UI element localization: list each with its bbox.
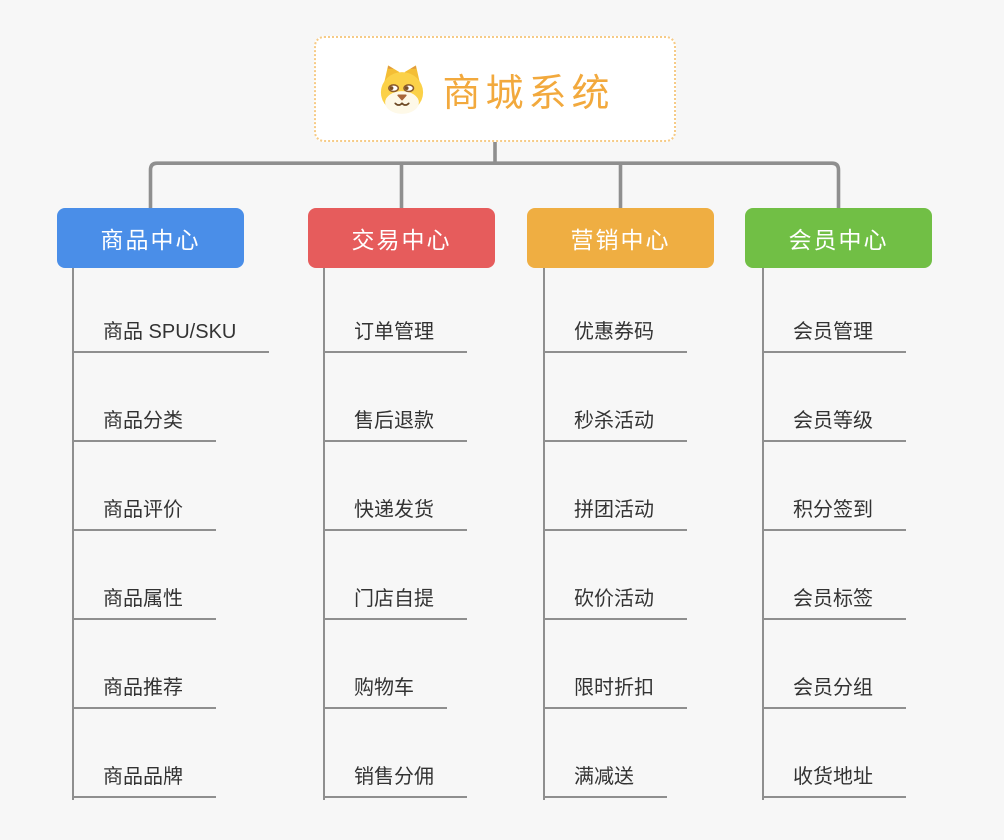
branch-item-member-center-5[interactable]: 收货地址 xyxy=(762,709,906,798)
branch-item-marketing-center-4[interactable]: 限时折扣 xyxy=(543,620,687,709)
branch-vertical-line xyxy=(543,268,545,800)
branch-item-trade-center-1[interactable]: 售后退款 xyxy=(323,353,467,442)
branch-item-product-center-1[interactable]: 商品分类 xyxy=(72,353,216,442)
branch-item-trade-center-0[interactable]: 订单管理 xyxy=(323,266,467,353)
branch-items: 订单管理售后退款快递发货门店自提购物车销售分佣 xyxy=(323,266,495,798)
branch-item-product-center-5[interactable]: 商品品牌 xyxy=(72,709,216,798)
branch-label: 交易中心 xyxy=(351,227,452,253)
branch-item-marketing-center-5[interactable]: 满减送 xyxy=(543,709,667,798)
branch-label: 营销中心 xyxy=(570,227,671,253)
branch-item-product-center-2[interactable]: 商品评价 xyxy=(72,442,216,531)
branch-label: 会员中心 xyxy=(788,227,889,253)
branch-label: 商品中心 xyxy=(100,227,201,253)
branch-item-marketing-center-3[interactable]: 砍价活动 xyxy=(543,531,687,620)
branch-vertical-line xyxy=(323,268,325,800)
branch-item-trade-center-5[interactable]: 销售分佣 xyxy=(323,709,467,798)
branch-item-product-center-0[interactable]: 商品 SPU/SKU xyxy=(72,266,270,353)
branch-column-member-center: 会员中心会员管理会员等级积分签到会员标签会员分组收货地址 xyxy=(745,208,932,800)
branch-item-member-center-1[interactable]: 会员等级 xyxy=(762,353,906,442)
branch-column-trade-center: 交易中心订单管理售后退款快递发货门店自提购物车销售分佣 xyxy=(308,208,495,800)
branch-item-trade-center-3[interactable]: 门店自提 xyxy=(323,531,467,620)
branch-items: 会员管理会员等级积分签到会员标签会员分组收货地址 xyxy=(762,266,932,798)
branch-vertical-line xyxy=(72,268,74,800)
branch-item-member-center-0[interactable]: 会员管理 xyxy=(762,266,906,353)
bus-connector xyxy=(148,161,841,208)
branch-item-trade-center-4[interactable]: 购物车 xyxy=(323,620,447,709)
branch-column-marketing-center: 营销中心优惠券码秒杀活动拼团活动砍价活动限时折扣满减送 xyxy=(527,208,714,800)
branch-vertical-line xyxy=(762,268,764,800)
dog-face-icon xyxy=(375,62,429,116)
branch-item-trade-center-2[interactable]: 快递发货 xyxy=(323,442,467,531)
branch-node-product-center[interactable]: 商品中心 xyxy=(57,208,244,268)
branch-item-marketing-center-0[interactable]: 优惠券码 xyxy=(543,266,687,353)
branch-node-trade-center[interactable]: 交易中心 xyxy=(308,208,495,268)
root-title: 商城系统 xyxy=(442,72,615,115)
branch-item-product-center-4[interactable]: 商品推荐 xyxy=(72,620,216,709)
branch-item-marketing-center-1[interactable]: 秒杀活动 xyxy=(543,353,687,442)
branch-item-member-center-2[interactable]: 积分签到 xyxy=(762,442,906,531)
branch-node-member-center[interactable]: 会员中心 xyxy=(745,208,932,268)
branch-items: 优惠券码秒杀活动拼团活动砍价活动限时折扣满减送 xyxy=(543,266,714,798)
branch-item-marketing-center-2[interactable]: 拼团活动 xyxy=(543,442,687,531)
branch-item-member-center-4[interactable]: 会员分组 xyxy=(762,620,906,709)
branch-node-marketing-center[interactable]: 营销中心 xyxy=(527,208,714,268)
branch-item-product-center-3[interactable]: 商品属性 xyxy=(72,531,216,620)
branch-item-member-center-3[interactable]: 会员标签 xyxy=(762,531,906,620)
root-node[interactable]: 商城系统 xyxy=(314,36,676,142)
